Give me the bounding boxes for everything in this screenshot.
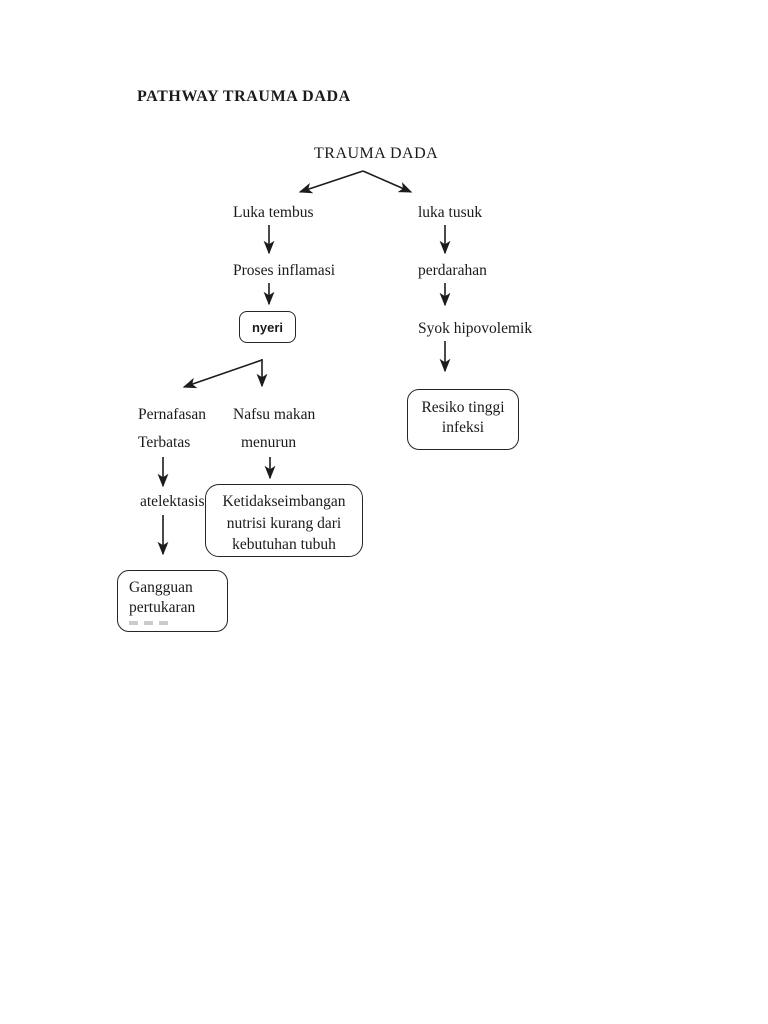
node-pernafasan-line2: Terbatas xyxy=(138,434,191,451)
node-nafsu-makan-line1: Nafsu makan xyxy=(233,406,316,423)
nyeri-label: nyeri xyxy=(251,319,284,335)
ketidakseimbangan-line1: Ketidakseimbangan xyxy=(222,493,346,510)
resiko-line2: infeksi xyxy=(441,418,485,436)
node-proses-inflamasi: Proses inflamasi xyxy=(233,262,336,279)
node-luka-tusuk: luka tusuk xyxy=(418,204,483,221)
gangguan-clipped-text-remnant xyxy=(129,621,171,625)
page-title: PATHWAY TRAUMA DADA xyxy=(137,88,351,105)
node-atelektasis: atelektasis xyxy=(140,493,205,510)
node-luka-tembus: Luka tembus xyxy=(233,204,314,221)
resiko-line1: Resiko tinggi xyxy=(421,399,505,416)
node-perdarahan: perdarahan xyxy=(418,262,487,279)
gangguan-line1: Gangguan xyxy=(129,579,193,596)
ketidakseimbangan-line3: kebutuhan tubuh xyxy=(232,536,336,553)
node-nafsu-makan-line2: menurun xyxy=(241,434,297,451)
gangguan-line2: pertukaran xyxy=(129,598,196,616)
node-pernafasan-line1: Pernafasan xyxy=(138,406,206,423)
node-syok-hipovolemik: Syok hipovolemik xyxy=(418,320,533,337)
arrow-root-to-luka-tembus xyxy=(298,170,364,194)
node-trauma-dada: TRAUMA DADA xyxy=(314,145,439,162)
ketidakseimbangan-line2: nutrisi kurang dari xyxy=(226,514,342,532)
node-box-ketidakseimbangan: Ketidakseimbangan nutrisi kurang dari ke… xyxy=(205,484,363,557)
node-box-nyeri: nyeri xyxy=(239,311,296,343)
arrow-root-to-luka-tusuk xyxy=(362,170,413,193)
arrow-nyeri-to-pernafasan xyxy=(182,359,263,389)
node-box-gangguan-pertukaran: Gangguan pertukaran xyxy=(117,570,228,632)
node-box-resiko-tinggi: Resiko tinggi infeksi xyxy=(407,389,519,450)
